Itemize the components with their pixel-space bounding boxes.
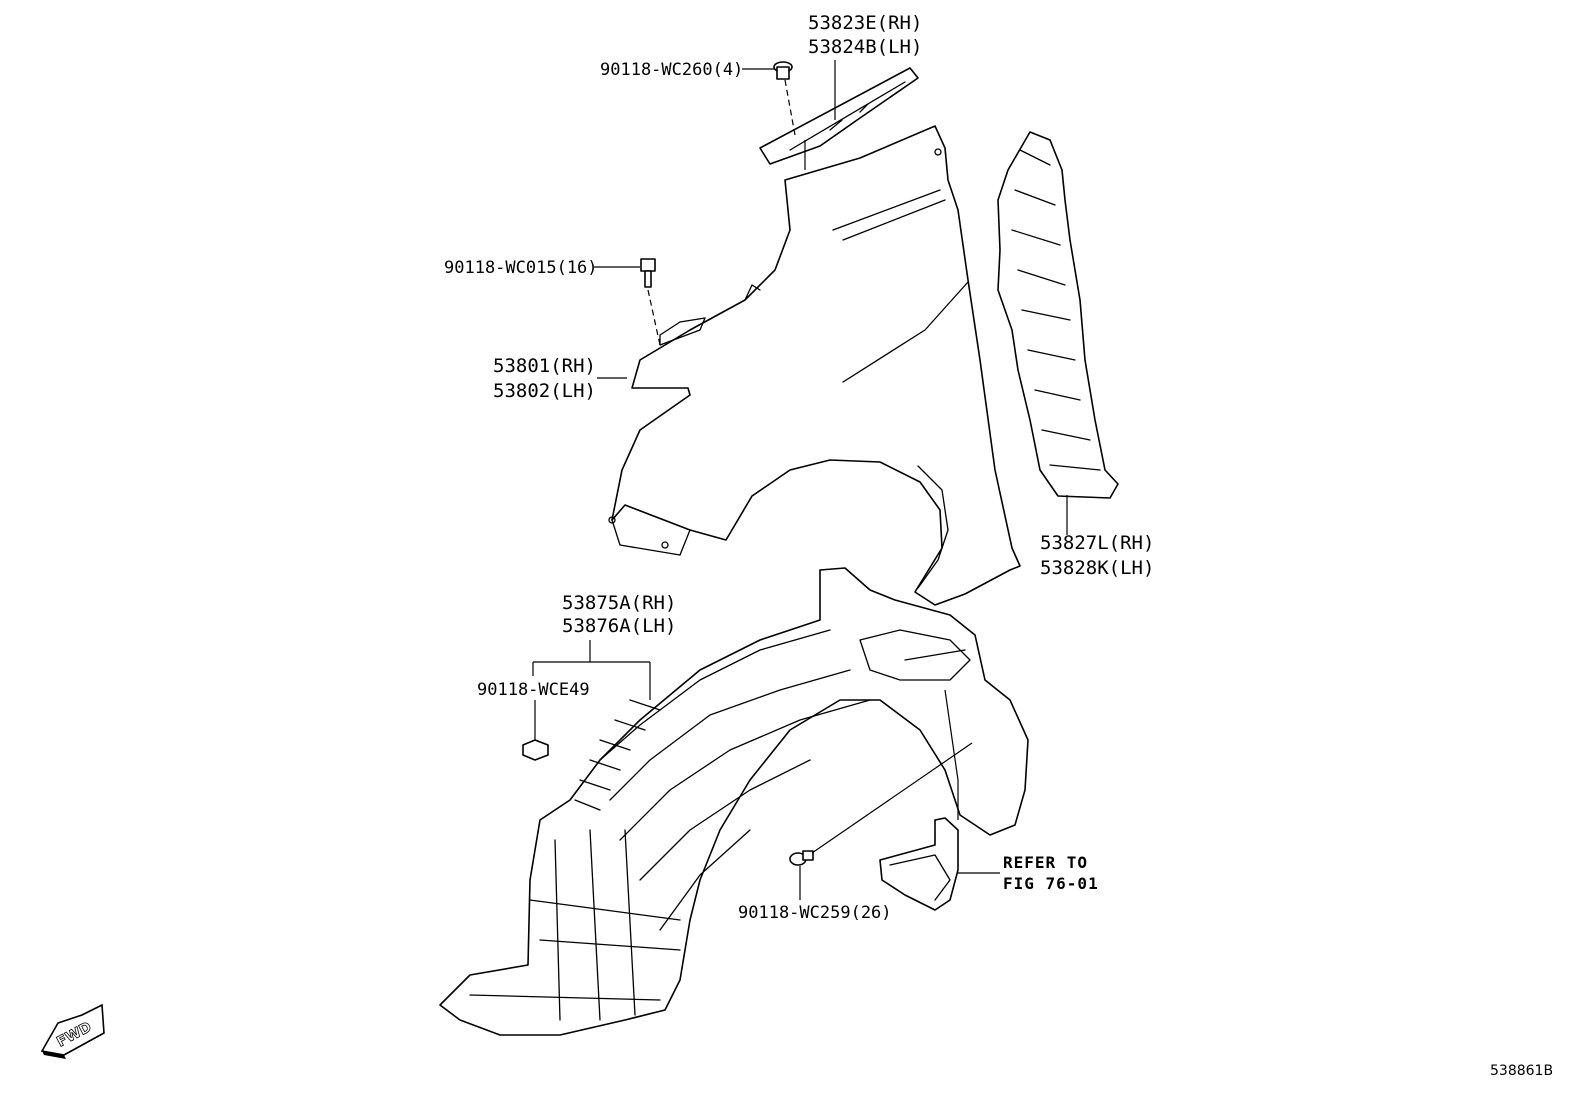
nut-liner-icon: [522, 739, 549, 761]
label-90118-wce49: 90118-WCE49: [477, 680, 590, 700]
label-53875a: 53875A(RH): [562, 592, 676, 614]
fender-top-seal: [759, 67, 919, 165]
bolt-fender-icon: [640, 258, 656, 288]
fender-liner: [439, 567, 1029, 1036]
clip-top-icon: [773, 61, 793, 80]
front-fender: [608, 125, 1021, 606]
fwd-arrow-icon: FWD: [40, 1003, 105, 1059]
label-53823e: 53823E(RH): [808, 12, 922, 34]
label-53802: 53802(LH): [493, 380, 596, 402]
leader-lines: [532, 60, 1068, 900]
label-53824b: 53824B(LH): [808, 36, 922, 58]
clip-liner-icon: [789, 850, 814, 866]
label-53876a: 53876A(LH): [562, 615, 676, 637]
label-90118-wc259: 90118-WC259(26): [738, 903, 892, 923]
mud-guard: [879, 817, 959, 911]
fender-side-seal: [997, 131, 1119, 499]
label-refer-to: REFER TO: [1003, 853, 1088, 872]
figure-id: 538861B: [1490, 1063, 1553, 1079]
label-90118-wc260: 90118-WC260(4): [600, 60, 743, 80]
label-53828k: 53828K(LH): [1040, 557, 1154, 579]
label-53801: 53801(RH): [493, 355, 596, 377]
label-90118-wc015: 90118-WC015(16): [444, 258, 598, 278]
label-fig-76-01: FIG 76-01: [1003, 874, 1099, 893]
label-53827l: 53827L(RH): [1040, 532, 1154, 554]
